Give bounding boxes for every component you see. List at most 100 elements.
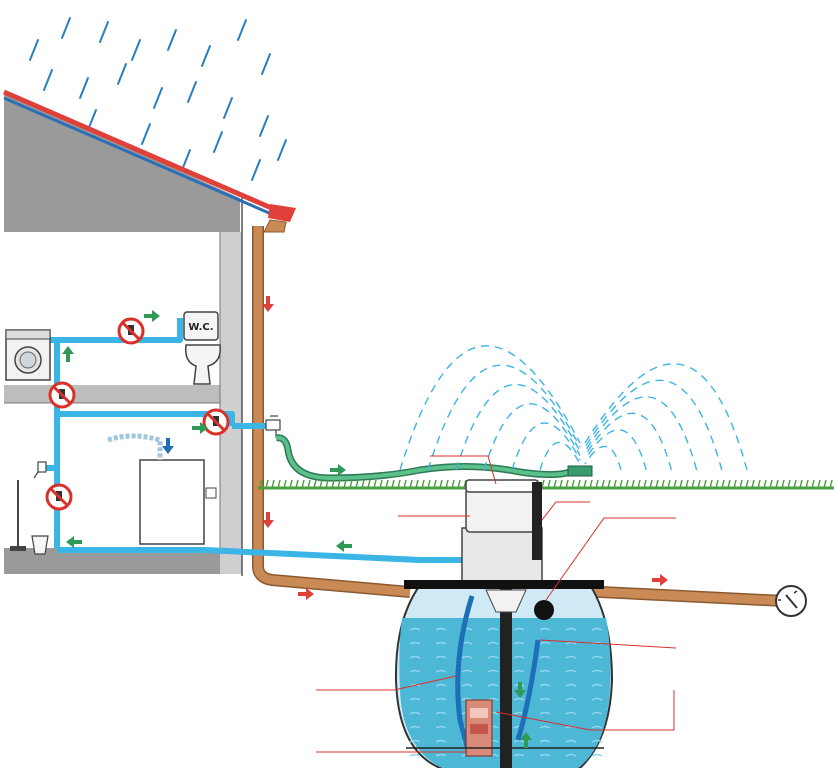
overflow-standpipe: [532, 482, 542, 560]
house-outer-wall: [220, 232, 242, 574]
grass-blade: [673, 479, 677, 489]
callout-lines: [316, 455, 677, 753]
grass-blade: [733, 479, 737, 489]
ripple: [461, 655, 473, 659]
ripple: [409, 753, 421, 757]
grass-blade: [265, 479, 269, 489]
ripple: [591, 753, 603, 757]
no-drinking-sign-icon: [202, 408, 230, 436]
rain-drop: [117, 63, 127, 85]
suction-hose: [455, 595, 475, 751]
spray-arc: [539, 441, 581, 471]
grass-blade: [757, 479, 761, 489]
filter-icon: [485, 589, 527, 613]
grass-blade: [367, 479, 371, 489]
grass-blade: [679, 479, 683, 489]
pump-icon: [465, 699, 493, 757]
arrow-down-red: [262, 296, 274, 312]
grass-blade: [697, 479, 701, 489]
ripple: [539, 725, 551, 729]
grass-blade: [319, 479, 323, 489]
rain-drop: [79, 77, 89, 99]
grass-blade: [649, 479, 653, 489]
ripple: [487, 627, 499, 631]
rain-drop: [181, 149, 191, 171]
ripple: [565, 739, 577, 743]
grass-blade: [655, 479, 659, 489]
grass-blade: [703, 479, 707, 489]
supply-ground-floor: [57, 411, 235, 426]
grass-blade: [661, 479, 665, 489]
grass-blade: [787, 479, 791, 489]
grass-blade: [565, 479, 569, 489]
roof-gutter: [268, 204, 296, 222]
arrow-up-green: [62, 346, 74, 362]
ripple: [539, 739, 551, 743]
garden-hose: [275, 434, 577, 482]
spray-arc: [584, 445, 622, 471]
grass-blade: [271, 479, 275, 489]
flow-arrows: [62, 296, 668, 748]
grass-blade: [805, 479, 809, 489]
ripple: [409, 711, 421, 715]
grass-blade: [751, 479, 755, 489]
grass-blade: [403, 479, 407, 489]
ripple: [435, 627, 447, 631]
overflow-pipe: [559, 584, 785, 607]
ripple: [591, 655, 603, 659]
spray-arc: [584, 429, 647, 471]
grass-blade: [613, 479, 617, 489]
rain-streaks-icon: [29, 17, 287, 181]
grass-blade: [337, 479, 341, 489]
arrow-down-red: [262, 512, 274, 528]
ripple: [409, 683, 421, 687]
rain-drop: [43, 69, 53, 91]
ripple: [435, 655, 447, 659]
grass-blade: [379, 479, 383, 489]
downpipe-top: [263, 219, 287, 233]
tank-dome: [465, 487, 539, 533]
grass-blade: [277, 479, 281, 489]
rain-drop: [141, 123, 151, 145]
ripple: [513, 655, 525, 659]
washing-machine-icon: [5, 329, 51, 381]
grass-blade: [409, 479, 413, 489]
no-drinking-sign-icon: [45, 483, 73, 511]
ripple: [591, 697, 603, 701]
arrow-down-blue: [162, 438, 174, 454]
grass-blade: [313, 479, 317, 489]
ripple: [461, 669, 473, 673]
ripple: [565, 697, 577, 701]
interior-water-network: [28, 318, 470, 563]
downpipe-fill: [253, 226, 411, 597]
spray-arc: [584, 379, 723, 471]
rain-drop: [29, 39, 39, 61]
grass-blade: [559, 479, 563, 489]
grass-blade: [709, 479, 713, 489]
spray-arc: [584, 412, 673, 471]
ripple: [539, 697, 551, 701]
ripple: [591, 725, 603, 729]
ripple: [539, 627, 551, 631]
grass-blade: [721, 479, 725, 489]
ripple: [591, 627, 603, 631]
ripple: [409, 627, 421, 631]
grass-blade: [727, 479, 731, 489]
ripple: [435, 641, 447, 645]
grass-blade: [355, 479, 359, 489]
grass-blade: [289, 479, 293, 489]
grass-blade: [607, 479, 611, 489]
grass-blade: [421, 479, 425, 489]
ripple: [487, 669, 499, 673]
downpipe-body: [252, 226, 411, 598]
arrow-right-green: [330, 464, 346, 476]
grass-blade: [325, 479, 329, 489]
ripple: [539, 683, 551, 687]
grass-blade: [643, 479, 647, 489]
grass-blade: [763, 479, 767, 489]
ripple: [565, 753, 577, 757]
rain-drop: [213, 131, 223, 153]
spray-arc: [511, 422, 581, 471]
rain-downpipe: [252, 219, 411, 598]
ripple: [591, 669, 603, 673]
